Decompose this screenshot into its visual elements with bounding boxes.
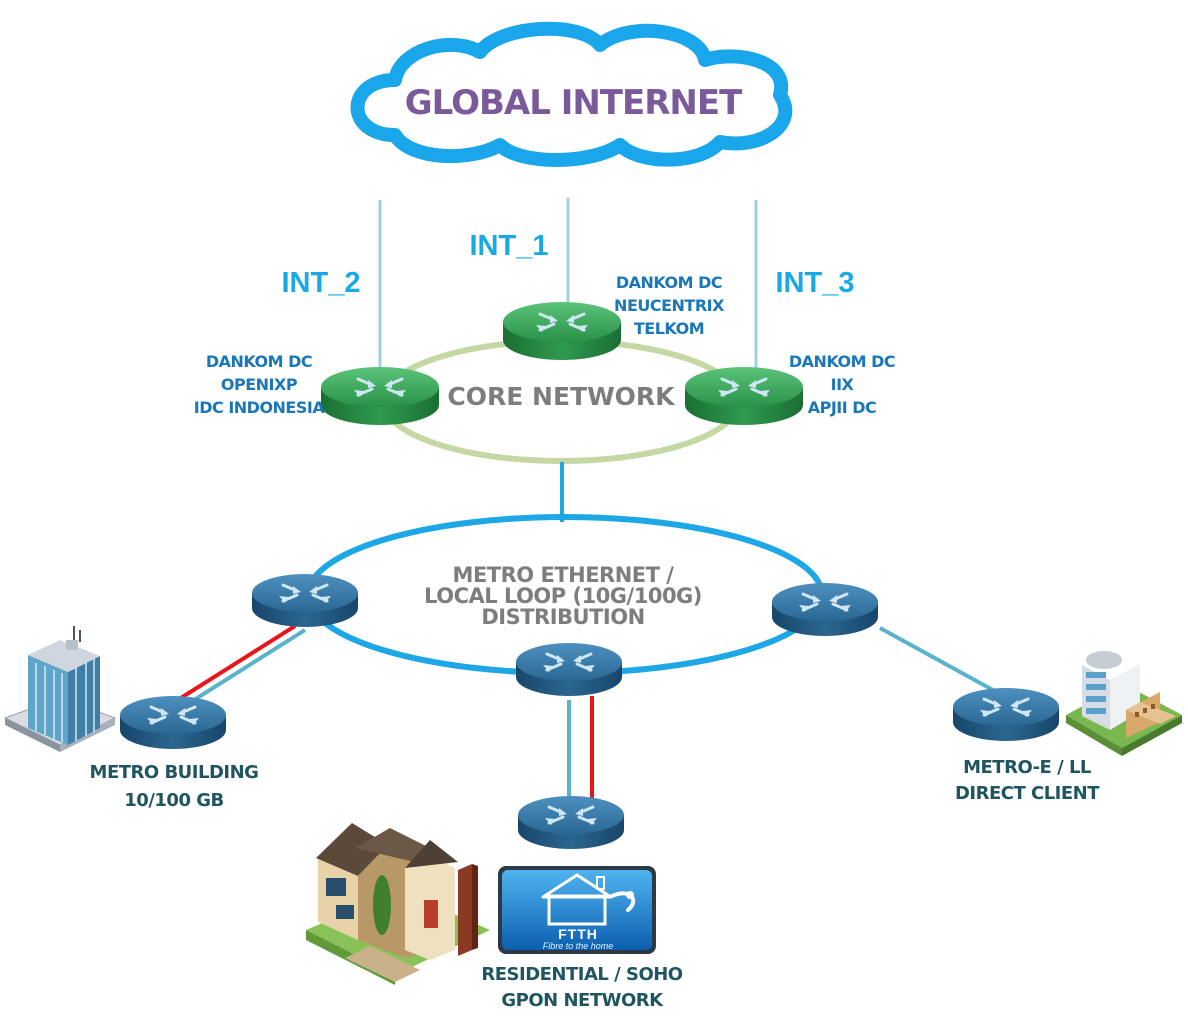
core-router-icon[interactable] bbox=[321, 367, 439, 425]
metro-ring-label: METRO ETHERNET / LOCAL LOOP (10G/100G) D… bbox=[424, 563, 702, 629]
svg-text:APJII DC: APJII DC bbox=[808, 398, 877, 417]
svg-text:DANKOM DC: DANKOM DC bbox=[789, 352, 895, 371]
residential-house-icon bbox=[306, 823, 490, 985]
uplink-label-int2: INT_2 bbox=[282, 267, 361, 299]
svg-text:LOCAL LOOP (10G/100G): LOCAL LOOP (10G/100G) bbox=[424, 584, 702, 608]
svg-text:DANKOM DC: DANKOM DC bbox=[616, 273, 722, 292]
fiber-link bbox=[163, 624, 297, 710]
internet-cloud-icon bbox=[350, 21, 793, 167]
ftth-badge-icon bbox=[498, 866, 656, 954]
edge-router-icon[interactable] bbox=[120, 696, 226, 749]
ftth-subtitle: Fibre to the home bbox=[543, 941, 614, 951]
metro-router-icon[interactable] bbox=[252, 574, 358, 627]
client-label-residential: RESIDENTIAL / SOHO GPON NETWORK bbox=[481, 964, 683, 1011]
metro-router-icon[interactable] bbox=[772, 583, 878, 636]
svg-text:IIX: IIX bbox=[831, 375, 855, 394]
core-router-icon[interactable] bbox=[503, 302, 621, 360]
ftth-title: FTTH bbox=[558, 926, 598, 942]
svg-text:RESIDENTIAL / SOHO: RESIDENTIAL / SOHO bbox=[481, 964, 682, 985]
svg-text:DIRECT CLIENT: DIRECT CLIENT bbox=[955, 783, 1100, 804]
client-label-metro-building: METRO BUILDING 10/100 GB bbox=[90, 762, 259, 811]
core-site-label-1: DANKOM DC NEUCENTRIX TELKOM bbox=[614, 273, 726, 338]
core-site-label-3: DANKOM DC IIX APJII DC bbox=[789, 352, 896, 417]
uplink-lines bbox=[378, 198, 758, 375]
svg-text:METRO BUILDING: METRO BUILDING bbox=[90, 762, 259, 783]
svg-text:TELKOM: TELKOM bbox=[634, 319, 704, 338]
svg-text:NEUCENTRIX: NEUCENTRIX bbox=[614, 296, 725, 315]
core-site-label-2: DANKOM DC OPENIXP IDC INDONESIA bbox=[194, 352, 326, 417]
svg-text:IDC INDONESIA: IDC INDONESIA bbox=[194, 398, 326, 417]
metro-router-icon[interactable] bbox=[516, 643, 622, 696]
svg-text:10/100 GB: 10/100 GB bbox=[124, 790, 223, 811]
uplink-label-int1: INT_1 bbox=[470, 230, 549, 262]
core-network-label: CORE NETWORK bbox=[447, 382, 676, 411]
svg-text:METRO ETHERNET /: METRO ETHERNET / bbox=[453, 563, 675, 587]
client-label-direct-client: METRO-E / LL DIRECT CLIENT bbox=[955, 757, 1101, 804]
cloud-label: GLOBAL INTERNET bbox=[405, 83, 743, 123]
svg-text:DANKOM DC: DANKOM DC bbox=[206, 352, 312, 371]
access-link bbox=[879, 626, 1003, 697]
uplink-label-int3: INT_3 bbox=[776, 267, 855, 299]
svg-text:GPON NETWORK: GPON NETWORK bbox=[501, 990, 664, 1011]
edge-router-icon[interactable] bbox=[518, 796, 624, 849]
client-building-icon bbox=[1066, 651, 1182, 756]
svg-text:DISTRIBUTION: DISTRIBUTION bbox=[481, 605, 644, 629]
core-router-icon[interactable] bbox=[685, 367, 803, 425]
svg-text:OPENIXP: OPENIXP bbox=[221, 375, 298, 394]
office-building-icon bbox=[3, 626, 117, 752]
svg-text:METRO-E / LL: METRO-E / LL bbox=[963, 757, 1091, 778]
edge-router-icon[interactable] bbox=[953, 688, 1059, 741]
